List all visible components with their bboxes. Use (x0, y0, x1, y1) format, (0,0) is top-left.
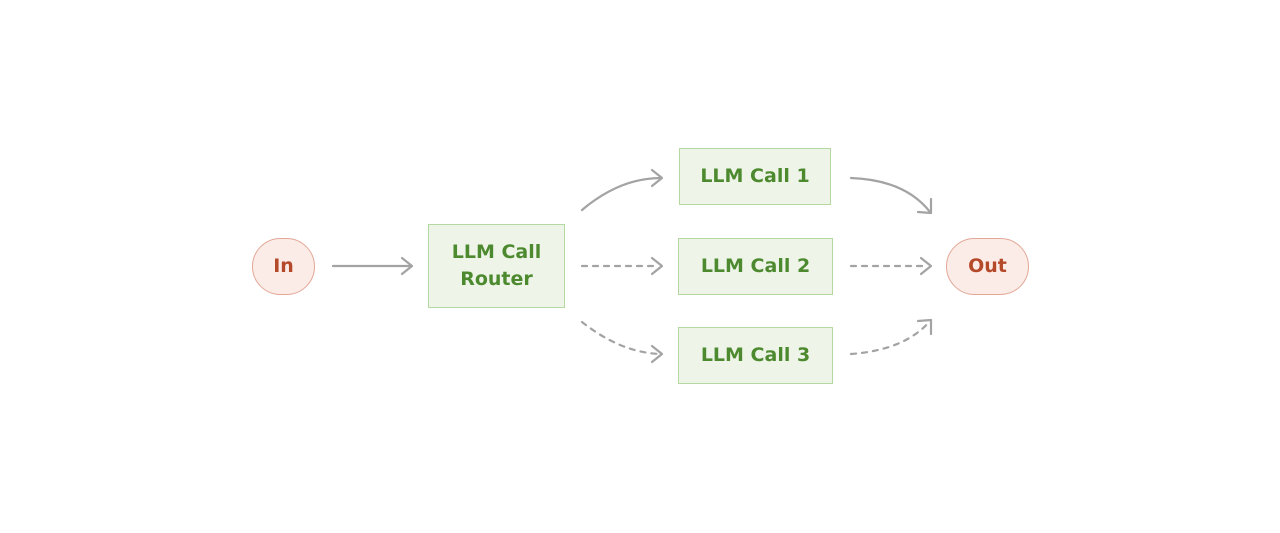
edge-call3-to-out (849, 319, 932, 356)
arrowhead-router-to-call2 (650, 256, 664, 276)
llm-call-2-node: LLM Call 2 (678, 238, 833, 295)
arrowhead-call1-to-out (916, 197, 933, 215)
input-node-label: In (273, 255, 294, 278)
llm-call-3-node: LLM Call 3 (678, 327, 833, 384)
arrowhead-call3-to-out (916, 318, 933, 336)
output-node: Out (946, 238, 1029, 295)
llm-call-1-label: LLM Call 1 (700, 165, 810, 188)
router-node-label: LLM Call Router (451, 241, 542, 290)
arrowhead-in-to-router (400, 256, 414, 276)
edge-call1-to-out (849, 176, 932, 214)
arrowhead-router-to-call1 (650, 168, 664, 188)
router-node: LLM Call Router (428, 224, 565, 308)
arrowhead-router-to-call3 (650, 344, 664, 364)
llm-call-3-label: LLM Call 3 (700, 344, 811, 367)
llm-call-1-node: LLM Call 1 (679, 148, 831, 205)
llm-call-2-label: LLM Call 2 (700, 255, 811, 278)
edge-router-to-call3 (580, 320, 661, 356)
arrowhead-call2-to-out (919, 256, 933, 276)
output-node-label: Out (968, 255, 1007, 278)
input-node: In (252, 238, 315, 295)
edge-router-to-call1 (580, 176, 663, 212)
